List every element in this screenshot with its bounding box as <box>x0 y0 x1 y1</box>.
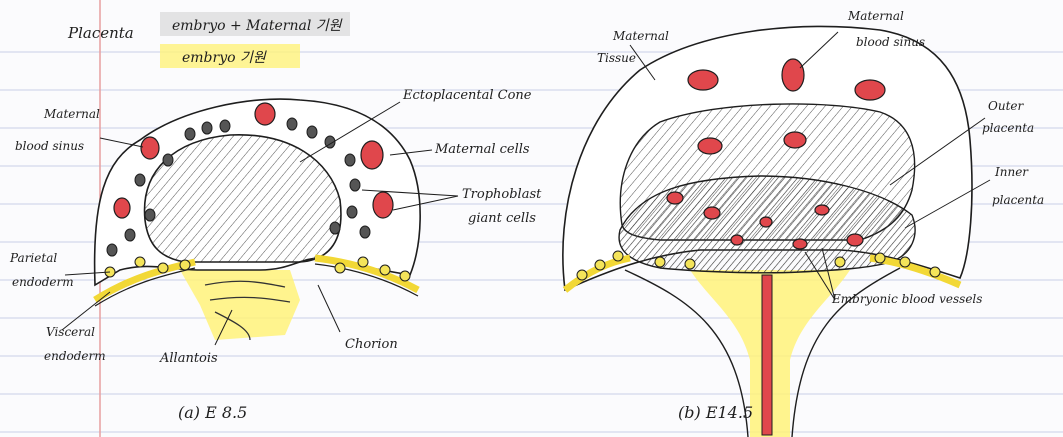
note-embryo: embryo 기원 <box>182 50 267 66</box>
title-placenta: Placenta <box>67 24 134 42</box>
panel-a-drawing <box>62 99 458 345</box>
label-maternal-blood-sinus-a-2: blood sinus <box>15 139 84 153</box>
label-trophoblast-1: Trophoblast <box>462 187 542 202</box>
allantois-shape <box>180 270 300 340</box>
label-maternal-cells: Maternal cells <box>434 142 530 157</box>
label-trophoblast-2: giant cells <box>468 211 536 226</box>
label-outer-placenta-2: placenta <box>982 121 1034 135</box>
label-maternal-tissue-1: Maternal <box>612 29 669 43</box>
label-outer-placenta-1: Outer <box>988 99 1024 113</box>
label-allantois: Allantois <box>159 351 218 366</box>
label-inner-placenta-1: Inner <box>994 165 1029 179</box>
label-chorion: Chorion <box>345 337 398 352</box>
label-ectoplacental-cone: Ectoplacental Cone <box>402 88 532 103</box>
label-parietal-2: endoderm <box>12 275 74 289</box>
note-embryo-maternal: embryo + Maternal 기원 <box>172 18 343 34</box>
caption-b: (b) E14.5 <box>678 403 753 422</box>
umbilical-vessel <box>762 275 772 435</box>
label-visceral-1: Visceral <box>46 325 95 339</box>
label-inner-placenta-2: placenta <box>992 193 1044 207</box>
label-visceral-2: endoderm <box>44 349 106 363</box>
label-maternal-blood-sinus-b-2: blood sinus <box>856 35 925 49</box>
label-parietal-1: Parietal <box>9 251 57 265</box>
label-maternal-tissue-2: Tissue <box>597 51 636 65</box>
caption-a: (a) E 8.5 <box>178 403 247 422</box>
label-maternal-blood-sinus-a-1: Maternal <box>43 107 100 121</box>
panel-b-drawing <box>563 26 990 437</box>
label-embryonic-vessels: Embryonic blood vessels <box>831 292 982 306</box>
label-maternal-blood-sinus-b-1: Maternal <box>847 9 904 23</box>
